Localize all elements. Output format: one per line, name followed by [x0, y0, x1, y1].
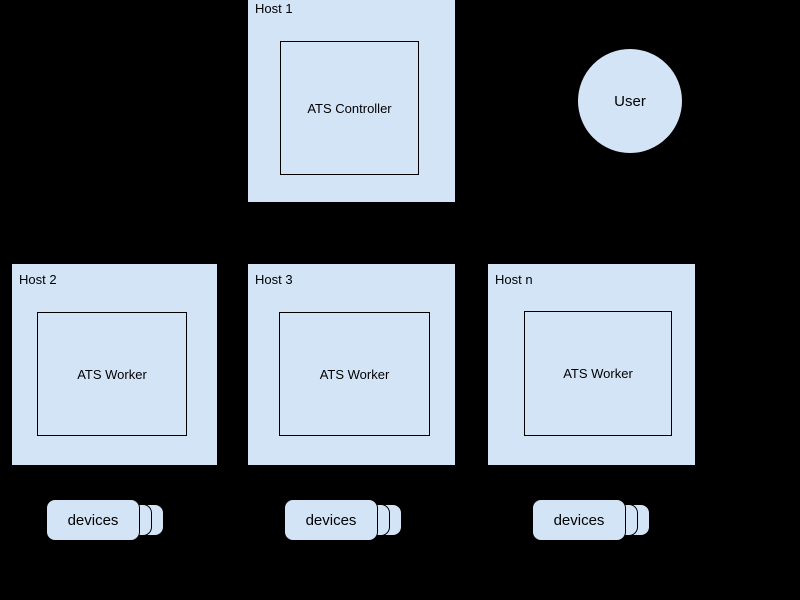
host-box-host-3[interactable]: Host 3 ATS Worker [247, 263, 456, 466]
component-box-ats-worker-host-3[interactable]: ATS Worker [279, 312, 430, 436]
host-label-host-1: Host 1 [255, 1, 293, 16]
devices-stack-front-layer[interactable]: devices [284, 499, 378, 541]
host-label-host-2: Host 2 [19, 272, 57, 287]
component-label-ats-worker-host-n: ATS Worker [563, 366, 633, 381]
host-box-host-2[interactable]: Host 2 ATS Worker [11, 263, 218, 466]
component-box-ats-worker-host-n[interactable]: ATS Worker [524, 311, 672, 436]
actor-user-circle[interactable]: User [577, 48, 683, 154]
devices-stack-host-3[interactable]: devices [284, 499, 402, 541]
actor-user-label: User [614, 92, 646, 110]
host-label-host-n: Host n [495, 272, 533, 287]
host-box-host-n[interactable]: Host n ATS Worker [487, 263, 696, 466]
host-box-host-1[interactable]: Host 1 ATS Controller [247, 0, 456, 203]
devices-label-host-n: devices [553, 511, 605, 529]
component-label-ats-worker-host-3: ATS Worker [319, 366, 390, 382]
devices-stack-front-layer[interactable]: devices [532, 499, 626, 541]
devices-stack-host-2[interactable]: devices [46, 499, 164, 541]
component-box-ats-controller[interactable]: ATS Controller [280, 41, 419, 175]
component-box-ats-worker-host-2[interactable]: ATS Worker [37, 312, 187, 436]
devices-stack-host-n[interactable]: devices [532, 499, 650, 541]
devices-label-host-3: devices [305, 511, 357, 529]
component-label-ats-controller: ATS Controller [307, 100, 392, 116]
devices-label-host-2: devices [67, 511, 119, 529]
host-label-host-3: Host 3 [255, 272, 293, 287]
component-label-ats-worker-host-2: ATS Worker [77, 366, 147, 382]
devices-stack-front-layer[interactable]: devices [46, 499, 140, 541]
